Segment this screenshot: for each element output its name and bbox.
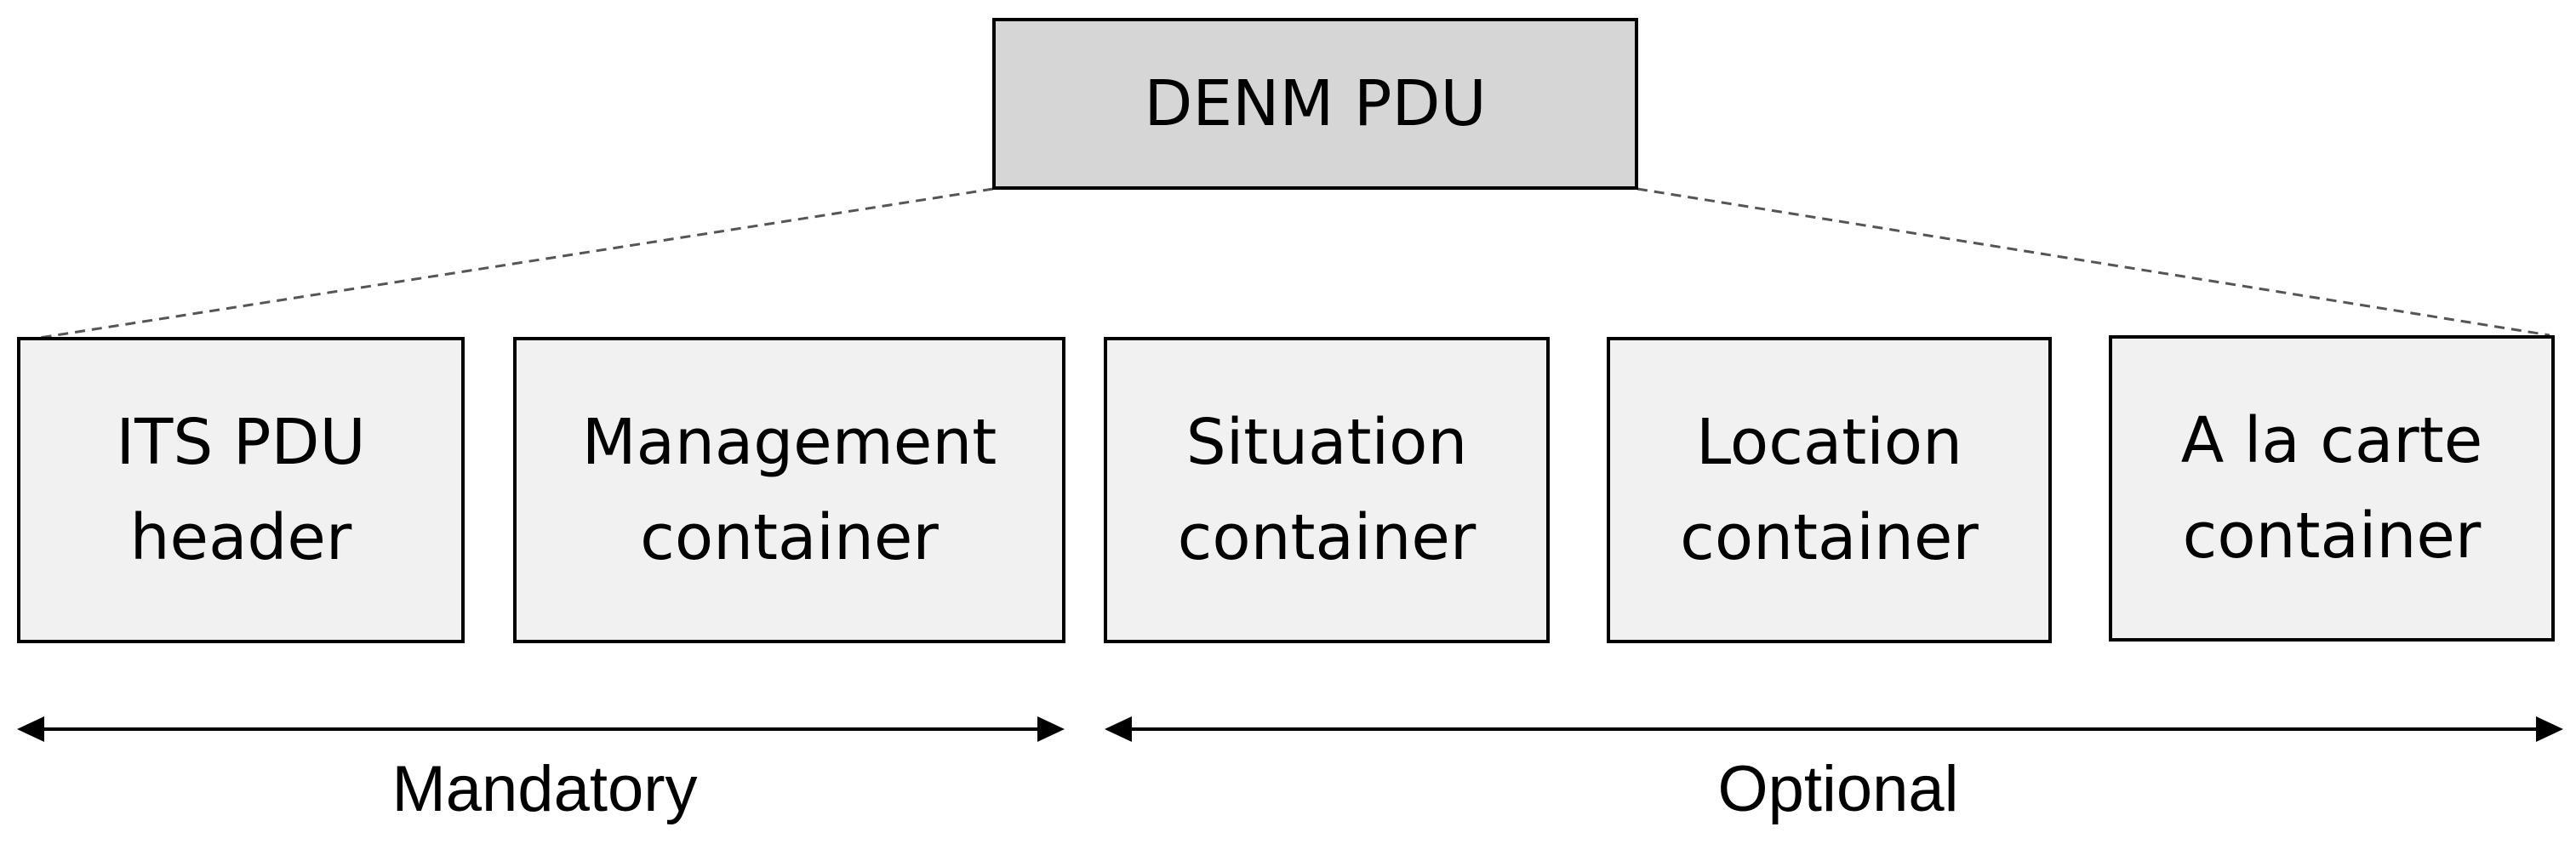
denm-pdu-box: DENM PDU	[992, 18, 1638, 190]
connector-right	[1636, 187, 2550, 337]
situation-container-box: Situation container	[1104, 337, 1550, 643]
denm-pdu-label: DENM PDU	[1144, 67, 1487, 140]
optional-range-arrow	[1105, 716, 2563, 742]
location-container-label: Location container	[1680, 406, 1979, 574]
management-container-box: Management container	[513, 337, 1065, 643]
connector-left	[33, 187, 994, 340]
its-pdu-header-label: ITS PDU header	[116, 406, 366, 574]
location-container-box: Location container	[1607, 337, 2052, 643]
situation-container-label: Situation container	[1177, 406, 1476, 574]
its-pdu-header-box: ITS PDU header	[17, 337, 465, 643]
mandatory-label: Mandatory	[391, 753, 698, 825]
a-la-carte-container-box: A la carte container	[2109, 335, 2555, 642]
optional-label: Optional	[1717, 753, 1959, 825]
mandatory-range-arrow	[17, 716, 1065, 742]
a-la-carte-container-label: A la carte container	[2180, 404, 2483, 573]
management-container-label: Management container	[581, 406, 997, 574]
